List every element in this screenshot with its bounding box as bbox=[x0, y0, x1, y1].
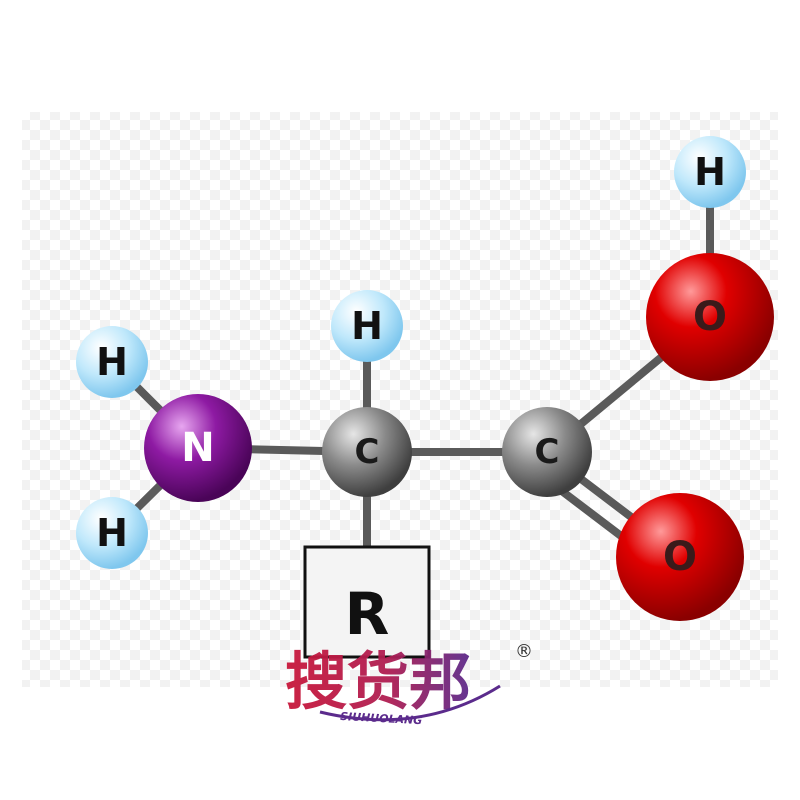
watermark-brand: 搜货邦 bbox=[285, 645, 471, 718]
watermark-swoosh bbox=[319, 684, 501, 722]
watermark-latin: SIUHUOLANG bbox=[340, 710, 423, 727]
atom-n: N bbox=[144, 394, 252, 502]
atom-h-left-top: H bbox=[76, 326, 148, 398]
side-chain-r: R bbox=[303, 545, 431, 659]
atom-n-label: N bbox=[181, 425, 214, 471]
side-chain-box bbox=[303, 545, 431, 659]
watermark-registered: ® bbox=[515, 641, 533, 662]
atom-h-left-top-label: H bbox=[96, 340, 128, 384]
atom-h-hydroxyl: H bbox=[674, 136, 746, 208]
atom-h-left-bottom-label: H bbox=[96, 511, 128, 555]
atom-o-hydroxyl: O bbox=[646, 253, 774, 381]
atom-h-hydroxyl-label: H bbox=[694, 150, 726, 194]
atom-c-carboxyl-label: C bbox=[535, 432, 560, 472]
atom-c-carboxyl: C bbox=[502, 407, 592, 497]
atom-c-alpha: C bbox=[322, 407, 412, 497]
atom-h-alpha: H bbox=[331, 290, 403, 362]
atom-c-alpha-label: C bbox=[355, 432, 380, 472]
watermark-logo: 搜货邦 ® SIUHUOLANG bbox=[285, 641, 533, 727]
atom-o-carbonyl-label: O bbox=[663, 534, 697, 580]
atom-o-carbonyl: O bbox=[616, 493, 744, 621]
atom-h-left-bottom: H bbox=[76, 497, 148, 569]
side-chain-label: R bbox=[345, 580, 390, 648]
atom-h-alpha-label: H bbox=[351, 304, 383, 348]
atom-o-hydroxyl-label: O bbox=[693, 294, 727, 340]
